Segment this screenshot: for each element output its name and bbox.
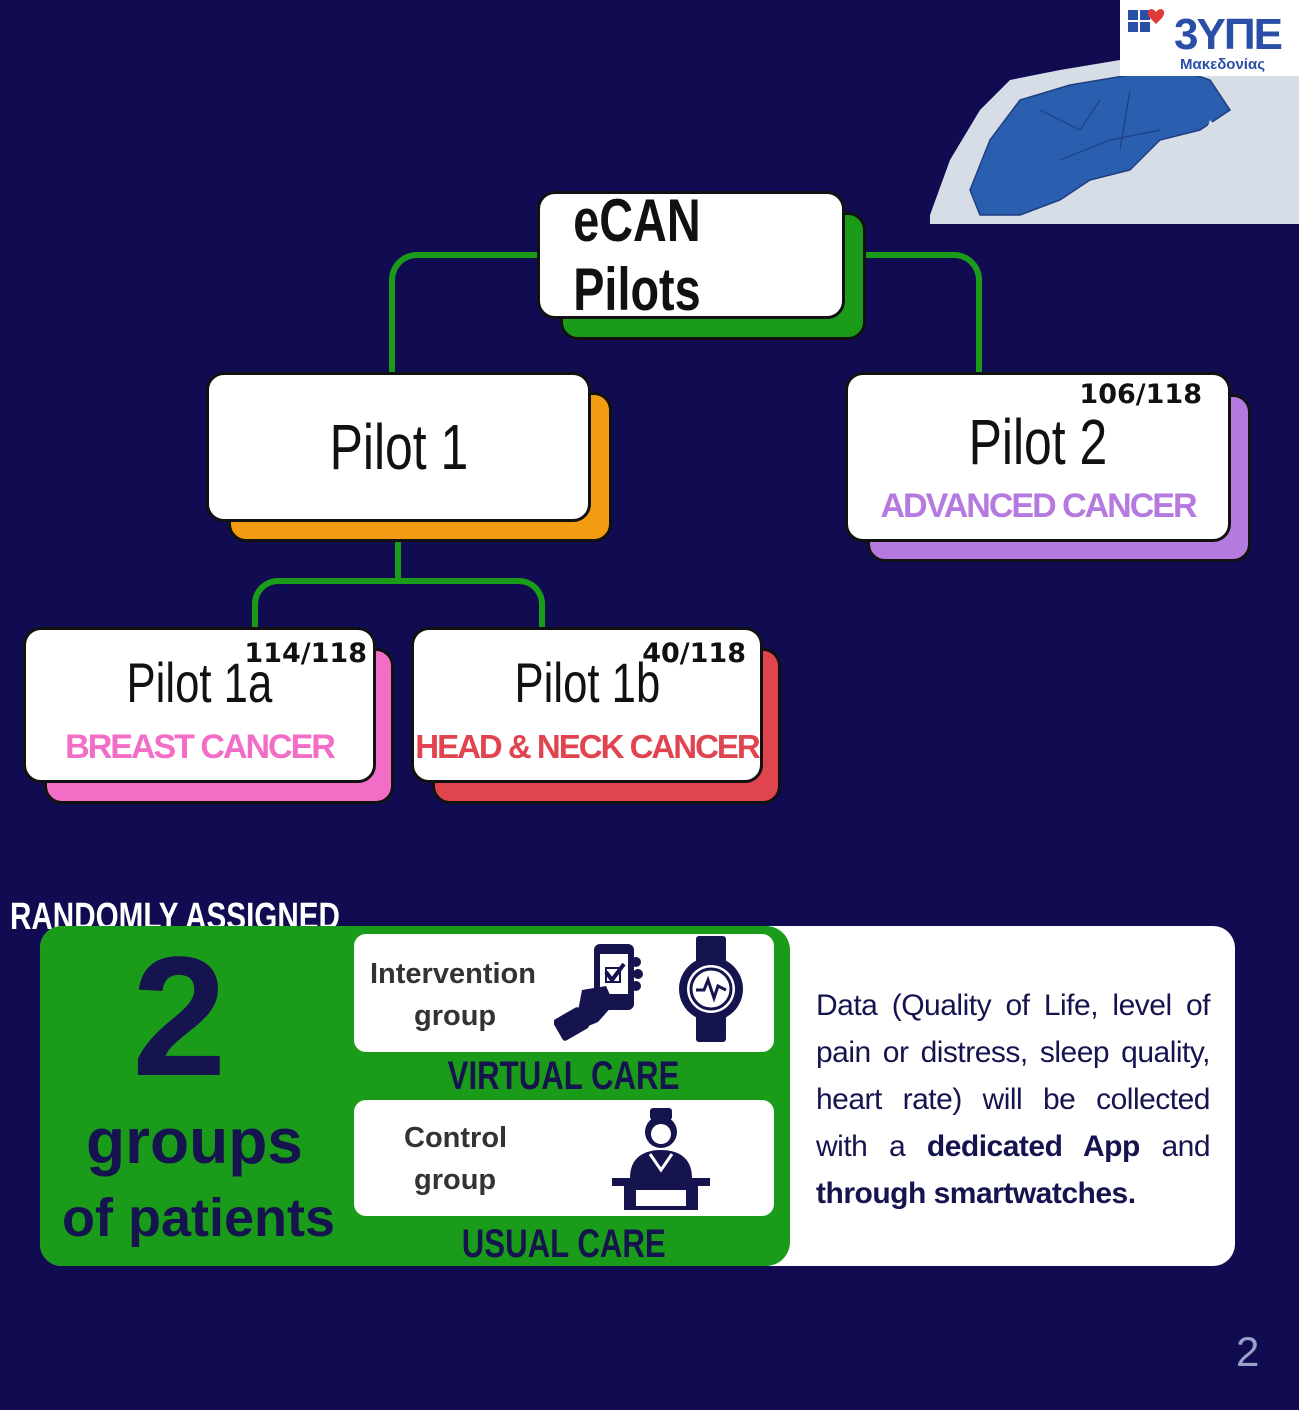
pilot1b-title: Pilot 1b — [514, 651, 660, 714]
groups-word: groups — [86, 1105, 303, 1177]
pilot2-count: 106/118 — [1079, 379, 1202, 410]
doctor-icon — [612, 1108, 710, 1210]
assignment-panel: 2 groups of patients Intervention group … — [40, 926, 1235, 1266]
data-description: Data (Quality of Life, level of pain or … — [816, 989, 1211, 1210]
pilot2-subtitle: ADVANCED CANCER — [880, 487, 1197, 525]
pilot1a-count: 114/118 — [244, 638, 367, 669]
control-label-line1: Control — [404, 1122, 508, 1154]
groups-number: 2 — [132, 926, 227, 1112]
logo-text: 3ΥΠΕ — [1174, 10, 1283, 59]
of-patients: of patients — [62, 1188, 336, 1248]
pilot1-title: Pilot 1 — [329, 411, 468, 483]
control-label-line2: group — [414, 1164, 497, 1196]
pilot2-title: Pilot 2 — [968, 406, 1108, 478]
intervention-group-box: Intervention group — [354, 934, 774, 1052]
usual-care-label: USUAL CARE — [462, 1222, 666, 1266]
pilot1b-card: 40/118 Pilot 1b HEAD & NECK CANCER — [411, 627, 763, 783]
logo-subtext: Μακεδονίας — [1180, 56, 1265, 73]
smartwatch-icon — [679, 936, 743, 1042]
intervention-label-line1: Intervention — [370, 958, 536, 990]
control-group-box: Control group — [354, 1100, 774, 1216]
logo-icon — [1126, 6, 1170, 50]
logo-map: 3ΥΠΕ Μακεδονίας — [930, 0, 1299, 224]
connector-pilot1-stem — [395, 542, 401, 582]
connector-root-pilot2 — [866, 252, 982, 376]
pilot1a-subtitle: BREAST CANCER — [65, 728, 336, 766]
intervention-label-line2: group — [414, 1000, 497, 1032]
root-title: eCAN Pilots — [573, 187, 701, 323]
phone-in-hand-icon — [554, 944, 643, 1041]
pilot1a-card: 114/118 Pilot 1a BREAST CANCER — [23, 627, 376, 783]
pilot2-card: 106/118 Pilot 2 ADVANCED CANCER — [845, 372, 1231, 542]
connector-root-pilot1 — [389, 252, 539, 376]
virtual-care-label: VIRTUAL CARE — [448, 1054, 680, 1098]
pilot1a-title: Pilot 1a — [126, 651, 273, 714]
pilot1b-subtitle: HEAD & NECK CANCER — [415, 728, 761, 765]
root-card: eCAN Pilots — [537, 187, 845, 323]
pilot1-card: Pilot 1 — [206, 372, 591, 522]
page-number: 2 — [1236, 1328, 1260, 1375]
pilot1b-count: 40/118 — [642, 638, 746, 669]
connector-pilot1-branches — [252, 578, 545, 628]
